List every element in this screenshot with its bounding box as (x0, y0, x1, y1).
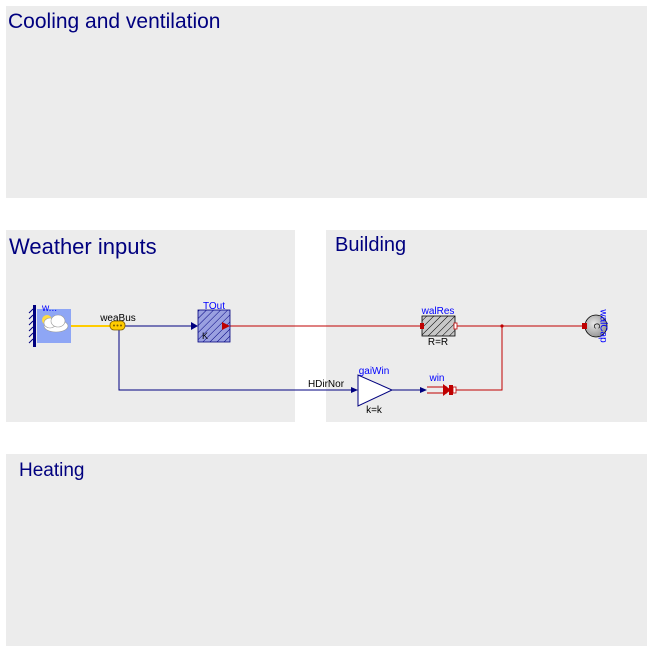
weather-data-name: w... (41, 303, 57, 314)
walcap-param: C (592, 323, 601, 329)
gaiwin-param: k=k (366, 405, 383, 416)
thermal-resistor-icon (421, 315, 456, 337)
region-title-cooling: Cooling and ventilation (8, 10, 221, 33)
region-cooling-ventilation: Cooling and ventilation (6, 6, 647, 198)
tout-name: TOut (203, 301, 225, 312)
gain-triangle-icon (357, 374, 394, 407)
region-heating: Heating (6, 454, 647, 646)
signal-arrow (420, 387, 427, 393)
walres-param: R=R (428, 337, 448, 348)
hdirnor-label: HDirNor (308, 379, 345, 390)
weather-bus-label: weaBus (99, 313, 136, 324)
region-title-weather: Weather inputs (9, 234, 157, 259)
window-heat-flow-component[interactable]: win (427, 373, 457, 396)
junction-dot (500, 324, 504, 328)
walres-name: walRes (421, 306, 455, 317)
signal-arrow (351, 387, 358, 393)
wall-resistance-component[interactable]: walRes R=R (420, 306, 458, 348)
connections (70, 322, 586, 393)
wall-capacity-component[interactable]: C walCap (582, 308, 609, 343)
radiation-signal-line (118, 330, 352, 391)
win-name: win (428, 373, 444, 384)
signal-arrow (191, 322, 198, 330)
region-title-building: Building (335, 234, 407, 256)
heat-line-win (455, 326, 503, 391)
gaiwin-name: gaiWin (359, 366, 390, 377)
outdoor-temperature-component[interactable]: TOut K (197, 301, 231, 343)
prescribed-heat-flow-icon (427, 384, 457, 396)
tout-param: K (202, 331, 208, 341)
walcap-name: walCap (598, 308, 609, 343)
weather-bus-component[interactable]: weaBus (99, 313, 136, 331)
window-gain-component[interactable]: gaiWin k=k (357, 366, 394, 416)
weather-data-component[interactable]: w... (28, 303, 71, 347)
region-title-heating: Heating (19, 460, 85, 481)
